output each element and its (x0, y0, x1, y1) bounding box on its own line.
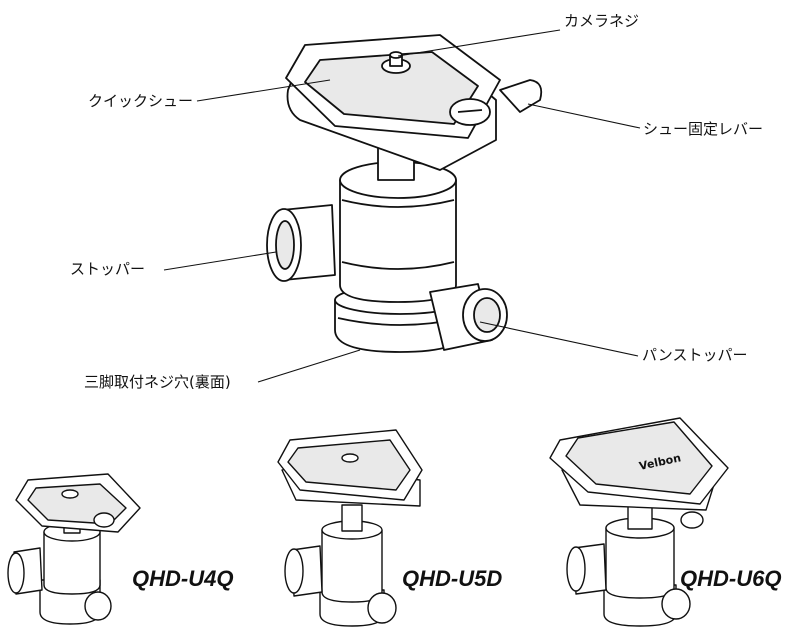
label-pan-stopper: パンストッパー (642, 346, 748, 364)
model-name-2: QHD-U5D (402, 566, 503, 591)
leader-camera-screw (397, 29, 561, 57)
leader-stopper (163, 251, 277, 271)
main-ball-head (266, 34, 543, 353)
model-name-3: QHD-U6Q (680, 566, 782, 591)
leader-shoe-lock-lever (527, 103, 641, 129)
model-1-ball-head (7, 473, 141, 625)
shoe-lock-lever (499, 79, 543, 113)
label-shoe-lock-lever: シュー固定レバー (643, 120, 764, 138)
pan-stopper-knob (429, 283, 508, 351)
label-tripod-socket: 三脚取付ネジ穴(裏面) (84, 373, 231, 391)
leader-pan-stopper (479, 321, 639, 357)
label-camera-screw: カメラネジ (564, 12, 640, 30)
label-quick-shoe: クイックシュー (88, 92, 194, 110)
model-2-ball-head (277, 429, 423, 627)
model-3-ball-head (549, 417, 729, 627)
leader-quick-shoe (196, 79, 331, 102)
side-stopper-knob (266, 204, 336, 282)
leader-lines (163, 29, 641, 383)
leader-tripod-socket (257, 349, 361, 383)
model-name-1: QHD-U4Q (132, 566, 234, 591)
label-stopper: ストッパー (70, 260, 146, 278)
